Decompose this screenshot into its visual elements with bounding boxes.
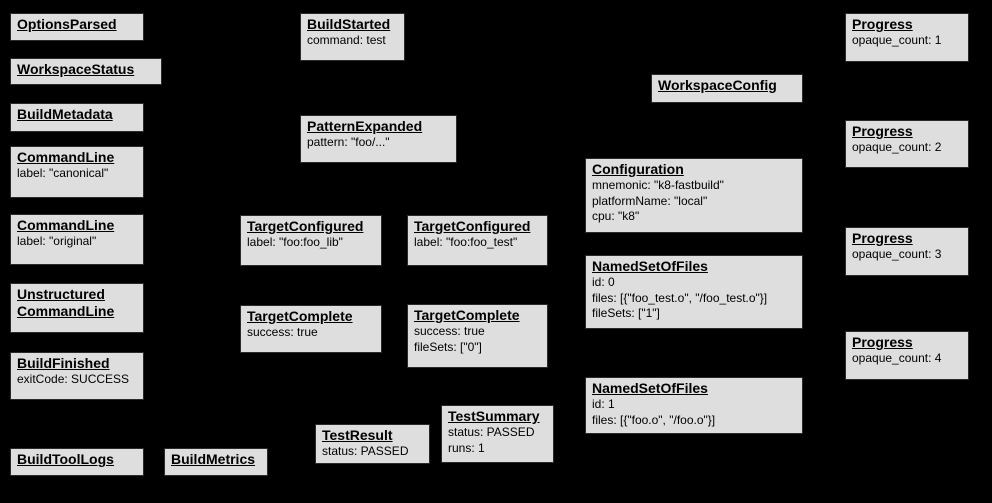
node-attribute: opaque_count: 4 <box>852 351 942 365</box>
node-title: PatternExpanded <box>307 118 423 134</box>
node-test-result: TestResult status: PASSED <box>315 424 430 464</box>
node-attribute: opaque_count: 1 <box>852 33 942 47</box>
node-target-complete-lib: TargetComplete success: true <box>240 305 382 353</box>
node-attribute: cpu: "k8" <box>592 209 640 223</box>
node-named-set-of-files-1: NamedSetOfFiles id: 1 files: [{"foo.o", … <box>585 377 803 434</box>
node-build-metrics: BuildMetrics <box>164 448 268 476</box>
node-test-summary: TestSummary status: PASSED runs: 1 <box>441 405 554 463</box>
node-title: Progress <box>852 16 913 32</box>
node-title: Unstructured CommandLine <box>17 286 115 319</box>
node-attribute: pattern: "foo/..." <box>307 135 390 149</box>
node-target-configured-lib: TargetConfigured label: "foo:foo_lib" <box>240 215 382 266</box>
node-build-started: BuildStarted command: test <box>300 13 405 61</box>
node-build-tool-logs: BuildToolLogs <box>10 448 144 476</box>
node-title: BuildMetrics <box>171 451 256 467</box>
node-title: TargetConfigured <box>247 218 364 234</box>
node-progress-1: Progress opaque_count: 1 <box>845 13 969 62</box>
node-attribute: label: "foo:foo_test" <box>414 235 518 249</box>
node-unstructured-command-line: Unstructured CommandLine <box>10 283 144 333</box>
node-build-finished: BuildFinished exitCode: SUCCESS <box>10 352 144 400</box>
node-build-metadata: BuildMetadata <box>10 103 144 132</box>
node-attribute: platformName: "local" <box>592 193 708 208</box>
node-pattern-expanded: PatternExpanded pattern: "foo/..." <box>300 115 457 163</box>
node-title: BuildStarted <box>307 16 391 32</box>
node-attribute: files: [{"foo_test.o", "/foo_test.o"}] <box>592 290 768 305</box>
node-attribute: mnemonic: "k8-fastbuild" <box>592 178 724 192</box>
node-workspace-status: WorkspaceStatus <box>10 58 162 85</box>
node-title: TargetComplete <box>414 307 520 323</box>
node-progress-2: Progress opaque_count: 2 <box>845 120 969 168</box>
node-title: TargetConfigured <box>414 218 531 234</box>
node-title: BuildMetadata <box>17 106 113 122</box>
node-attribute: status: PASSED <box>322 444 409 458</box>
node-title: NamedSetOfFiles <box>592 258 708 274</box>
node-title: CommandLine <box>17 217 115 233</box>
node-attribute: status: PASSED <box>448 425 535 439</box>
node-attribute: exitCode: SUCCESS <box>17 372 130 386</box>
node-workspace-config: WorkspaceConfig <box>651 74 803 103</box>
node-progress-3: Progress opaque_count: 3 <box>845 227 969 276</box>
node-attribute: id: 0 <box>592 275 615 289</box>
node-named-set-of-files-0: NamedSetOfFiles id: 0 files: [{"foo_test… <box>585 255 803 329</box>
node-attribute: opaque_count: 3 <box>852 247 942 261</box>
node-command-line-original: CommandLine label: "original" <box>10 214 144 265</box>
node-title: CommandLine <box>17 149 115 165</box>
node-target-configured-test: TargetConfigured label: "foo:foo_test" <box>407 215 548 266</box>
node-attribute: fileSets: ["0"] <box>414 339 482 354</box>
node-title: Progress <box>852 123 913 139</box>
node-attribute: fileSets: ["1"] <box>592 306 660 320</box>
node-command-line-canonical: CommandLine label: "canonical" <box>10 146 144 198</box>
node-title: TargetComplete <box>247 308 353 324</box>
node-attribute: id: 1 <box>592 397 615 411</box>
node-title: BuildToolLogs <box>17 451 114 467</box>
node-title: NamedSetOfFiles <box>592 380 708 396</box>
node-attribute: opaque_count: 2 <box>852 140 942 154</box>
node-options-parsed: OptionsParsed <box>10 13 144 41</box>
node-title: WorkspaceConfig <box>658 77 777 93</box>
node-title: BuildFinished <box>17 355 110 371</box>
node-attribute: success: true <box>247 325 318 339</box>
node-attribute: label: "canonical" <box>17 166 109 180</box>
node-title: Configuration <box>592 161 684 177</box>
node-title: TestSummary <box>448 408 540 424</box>
node-configuration: Configuration mnemonic: "k8-fastbuild" p… <box>585 158 803 233</box>
node-attribute: success: true <box>414 324 485 338</box>
node-title: WorkspaceStatus <box>17 61 135 77</box>
node-target-complete-test: TargetComplete success: true fileSets: [… <box>407 304 548 368</box>
node-title: OptionsParsed <box>17 16 117 32</box>
node-attribute: label: "foo:foo_lib" <box>247 235 343 249</box>
node-title: Progress <box>852 334 913 350</box>
node-title: Progress <box>852 230 913 246</box>
node-attribute: label: "original" <box>17 234 97 248</box>
node-attribute: command: test <box>307 33 386 47</box>
node-progress-4: Progress opaque_count: 4 <box>845 331 969 380</box>
node-attribute: runs: 1 <box>448 440 485 455</box>
node-attribute: files: [{"foo.o", "/foo.o"}] <box>592 412 716 427</box>
node-title: TestResult <box>322 427 393 443</box>
